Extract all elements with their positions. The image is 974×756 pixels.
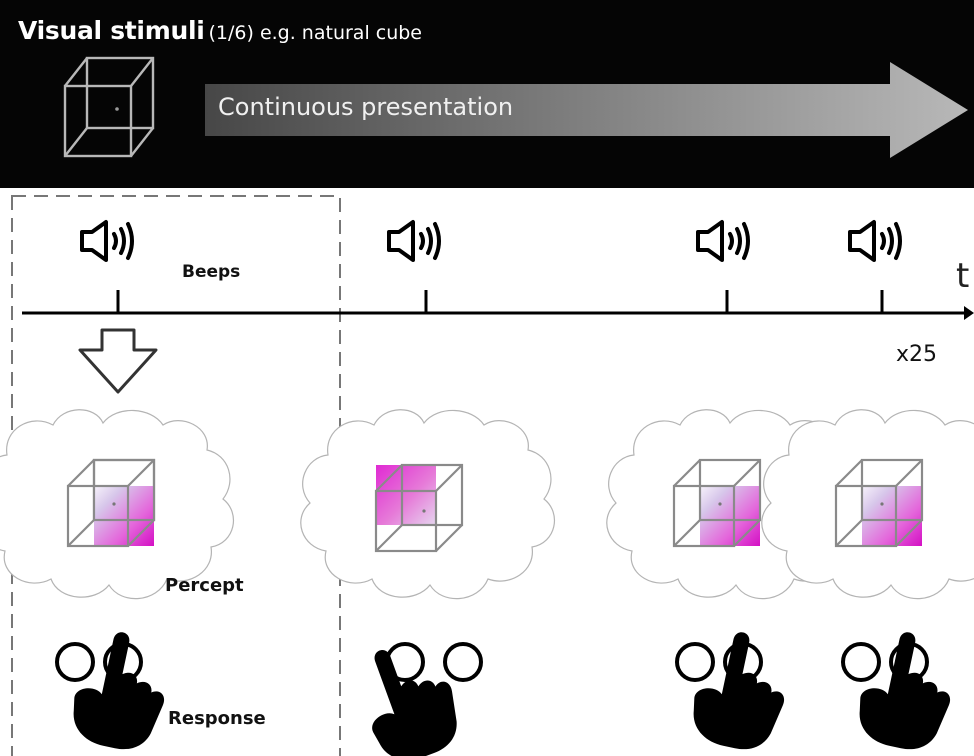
response-hand-right-icon (841, 625, 963, 756)
arrow-label: Continuous presentation (218, 93, 514, 121)
percept-label: Percept (165, 575, 244, 596)
continuous-presentation-arrow (205, 62, 968, 158)
example-trial-box (11, 195, 341, 756)
repeat-count-label: x25 (896, 342, 938, 367)
response-hand-right-icon (55, 625, 177, 756)
time-axis-arrowhead (964, 306, 974, 320)
speaker-icon (848, 220, 902, 262)
response-label: Response (168, 708, 266, 729)
necker-cube-icon (63, 56, 155, 158)
percept-cube-icon (374, 463, 464, 553)
header-title: Visual stimuli(1/6) e.g. natural cube (18, 16, 422, 45)
speaker-icon (80, 220, 134, 262)
title-subtitle: (1/6) e.g. natural cube (208, 22, 423, 44)
percept-cube-icon (66, 458, 156, 548)
beeps-label: Beeps (182, 262, 241, 282)
speaker-icon (387, 220, 441, 262)
percept-cube-icon (672, 458, 762, 548)
title-main: Visual stimuli (18, 16, 205, 45)
time-axis-label: t (956, 256, 970, 296)
response-hand-right-icon (675, 625, 797, 756)
down-arrow-icon (78, 328, 158, 394)
response-hand-left-icon (347, 631, 483, 756)
percept-cube-icon (834, 458, 924, 548)
speaker-icon (696, 220, 750, 262)
